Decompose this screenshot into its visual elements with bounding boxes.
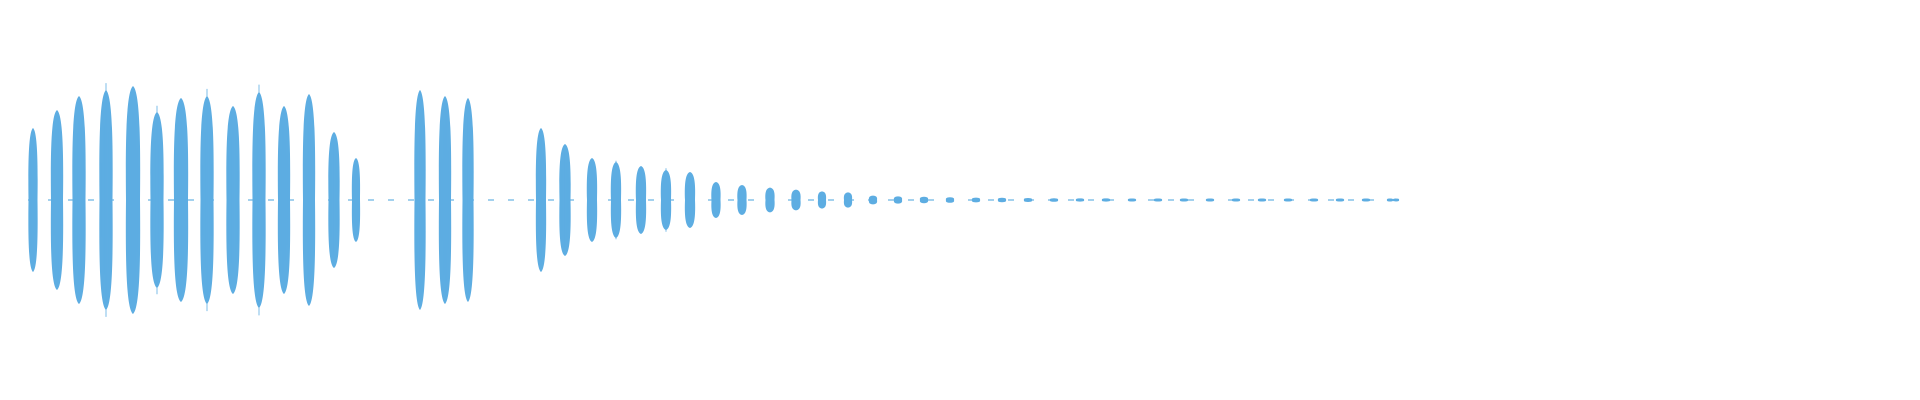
waveform-burst [559,144,571,256]
waveform-bursts [28,83,1400,317]
waveform-burst [1049,198,1059,202]
waveform-burst [1023,198,1033,202]
waveform-burst [1231,198,1241,202]
waveform-burst [737,185,747,215]
waveform-burst [277,106,291,294]
waveform-burst [868,195,878,205]
waveform-burst [1075,198,1085,202]
waveform-burst [791,189,801,211]
waveform-burst [328,132,340,268]
waveform-burst [438,96,452,304]
waveform-burst [919,196,929,204]
waveform-burst [302,94,316,306]
waveform-burst [971,197,981,203]
waveform-burst [1335,198,1345,202]
waveform-burst [462,98,474,302]
waveform-burst [1392,198,1400,202]
waveform-burst [843,192,853,208]
waveform-burst [1179,198,1189,202]
waveform-burst [1386,198,1394,202]
waveform-burst [1361,198,1371,202]
waveform-burst [997,197,1007,203]
waveform-burst [1205,198,1215,202]
waveform-burst [945,197,955,203]
waveform-burst [711,182,721,218]
waveform-burst [1101,198,1111,202]
waveform-burst [414,90,426,310]
waveform-burst [351,158,361,242]
waveform-burst [50,110,64,290]
waveform-burst [1127,198,1137,202]
waveform-burst [765,187,775,213]
waveform-burst [1283,198,1293,202]
waveform-burst [817,191,827,209]
waveform-burst [1257,198,1267,202]
waveform-burst [893,196,903,204]
waveform-burst [1309,198,1319,202]
waveform-burst [1153,198,1163,202]
